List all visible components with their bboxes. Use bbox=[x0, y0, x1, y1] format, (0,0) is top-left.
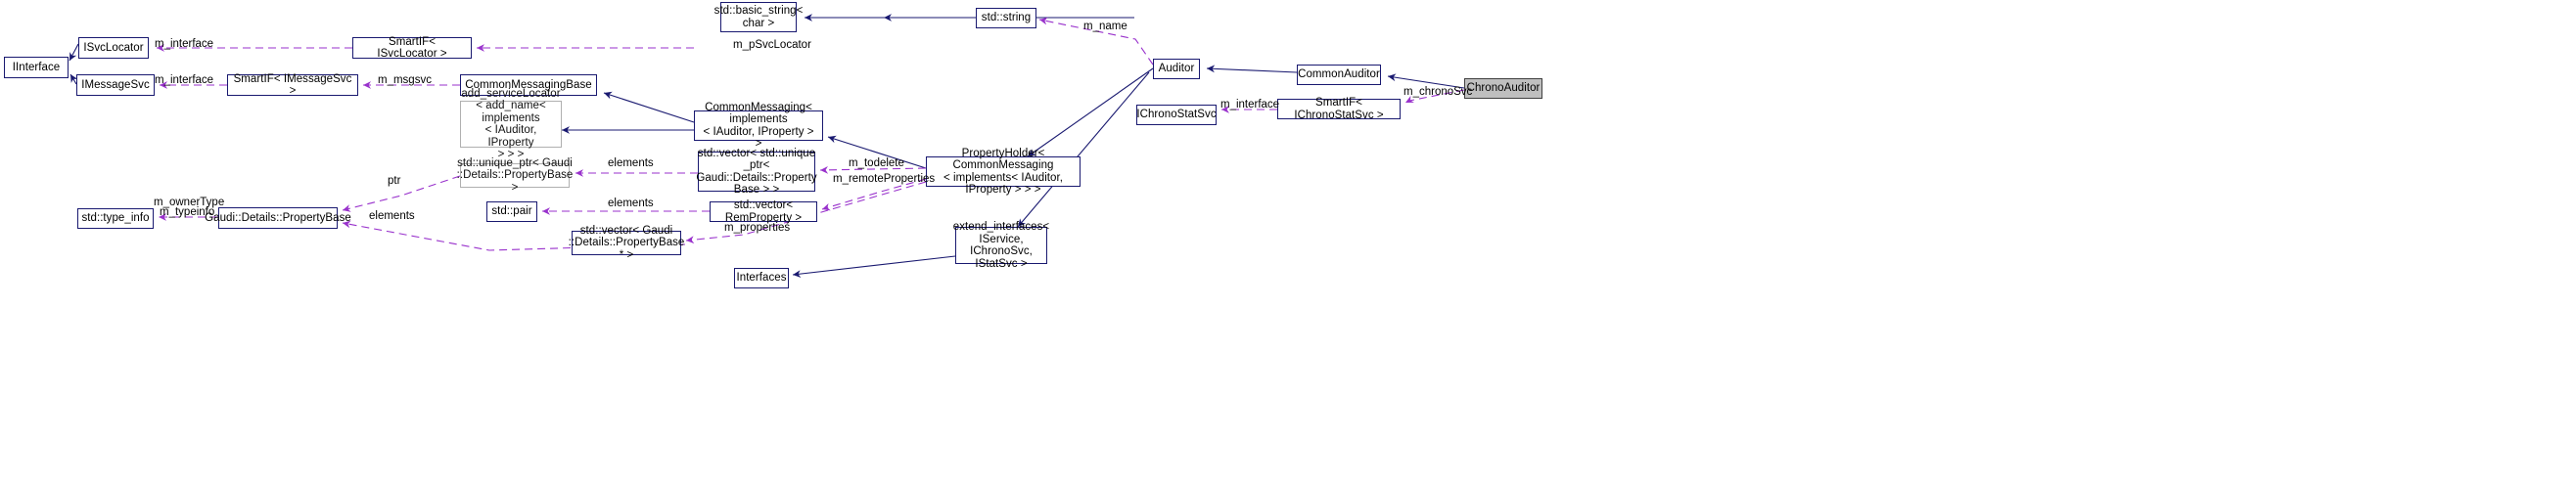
node-type_info[interactable]: std::type_info bbox=[77, 208, 154, 229]
edge-label-l-m_chronoSvc: m_chronoSvc bbox=[1403, 86, 1473, 98]
node-iinterface[interactable]: IInterface bbox=[4, 57, 69, 78]
node-extend_interfaces[interactable]: extend_interfaces< IService, IChronoSvc,… bbox=[952, 221, 1050, 270]
inheritance-edges bbox=[69, 14, 1465, 278]
edge-label-l-m_properties: m_properties bbox=[724, 222, 791, 234]
node-ichronostatsvc[interactable]: IChronoStatSvc bbox=[1136, 105, 1217, 125]
edge-label-l-m_name: m_name bbox=[1083, 21, 1127, 32]
edge-label-l-m_typeinfo: m_typeinfo bbox=[160, 206, 215, 218]
node-add_servicelocator[interactable]: add_serviceLocator < add_name< implement… bbox=[460, 88, 562, 160]
node-unique_ptr[interactable]: std::unique_ptr< Gaudi ::Details::Proper… bbox=[456, 156, 574, 194]
node-vector_remproperty[interactable]: std::vector< RemProperty > bbox=[710, 199, 817, 224]
node-std_pair[interactable]: std::pair bbox=[486, 201, 537, 222]
edge-label-l-m_pSvcLocator: m_pSvcLocator bbox=[733, 39, 811, 51]
node-propertybase[interactable]: Gaudi::Details::PropertyBase bbox=[205, 207, 351, 229]
edge-label-l-m_msgsvc: m_msgsvc bbox=[378, 74, 432, 86]
edge-label-l-m_interface-1: m_interface bbox=[155, 38, 214, 50]
edge-label-l-m_todelete: m_todelete bbox=[849, 157, 904, 169]
node-basic_string[interactable]: std::basic_string< char > bbox=[714, 2, 803, 32]
node-isvclocator[interactable]: ISvcLocator bbox=[78, 37, 149, 59]
node-smartif_ichronostatsvc[interactable]: SmartIF< IChronoStatSvc > bbox=[1277, 97, 1401, 121]
node-std_string[interactable]: std::string bbox=[976, 8, 1036, 28]
edge-label-l-m_interface-2: m_interface bbox=[155, 74, 214, 86]
edge-label-l-ptr: ptr bbox=[388, 175, 401, 187]
edge-label-l-elements-2: elements bbox=[608, 198, 654, 209]
edge-label-l-elements-1: elements bbox=[608, 157, 654, 169]
edge-label-l-m_remoteProperties: m_remoteProperties bbox=[833, 173, 936, 185]
node-commonauditor[interactable]: CommonAuditor bbox=[1297, 65, 1381, 85]
node-propertyholder[interactable]: PropertyHolder< CommonMessaging < implem… bbox=[926, 148, 1081, 196]
edge-label-l-elements-3: elements bbox=[369, 210, 415, 222]
edge-label-l-m_interface-3: m_interface bbox=[1220, 99, 1280, 110]
node-interfaces[interactable]: Interfaces bbox=[734, 268, 789, 288]
node-smartif_imessagesvc[interactable]: SmartIF< IMessageSvc > bbox=[227, 73, 358, 97]
node-commonmessaging[interactable]: CommonMessaging< implements < IAuditor, … bbox=[694, 102, 823, 150]
node-vector_propertybase[interactable]: std::vector< Gaudi ::Details::PropertyBa… bbox=[568, 224, 685, 261]
node-imessagesvc[interactable]: IMessageSvc bbox=[76, 74, 155, 96]
node-auditor[interactable]: Auditor bbox=[1153, 59, 1200, 79]
node-smartif_isvclocator[interactable]: SmartIF< ISvcLocator > bbox=[352, 36, 472, 60]
node-vector_unique_ptr[interactable]: std::vector< std::unique _ptr< Gaudi::De… bbox=[696, 147, 817, 197]
edge-label-l-m_ownerType: m_ownerType bbox=[154, 197, 225, 208]
node-commonmessagingbase[interactable]: CommonMessagingBase bbox=[460, 74, 597, 96]
node-chronoauditor[interactable]: ChronoAuditor bbox=[1464, 78, 1542, 99]
